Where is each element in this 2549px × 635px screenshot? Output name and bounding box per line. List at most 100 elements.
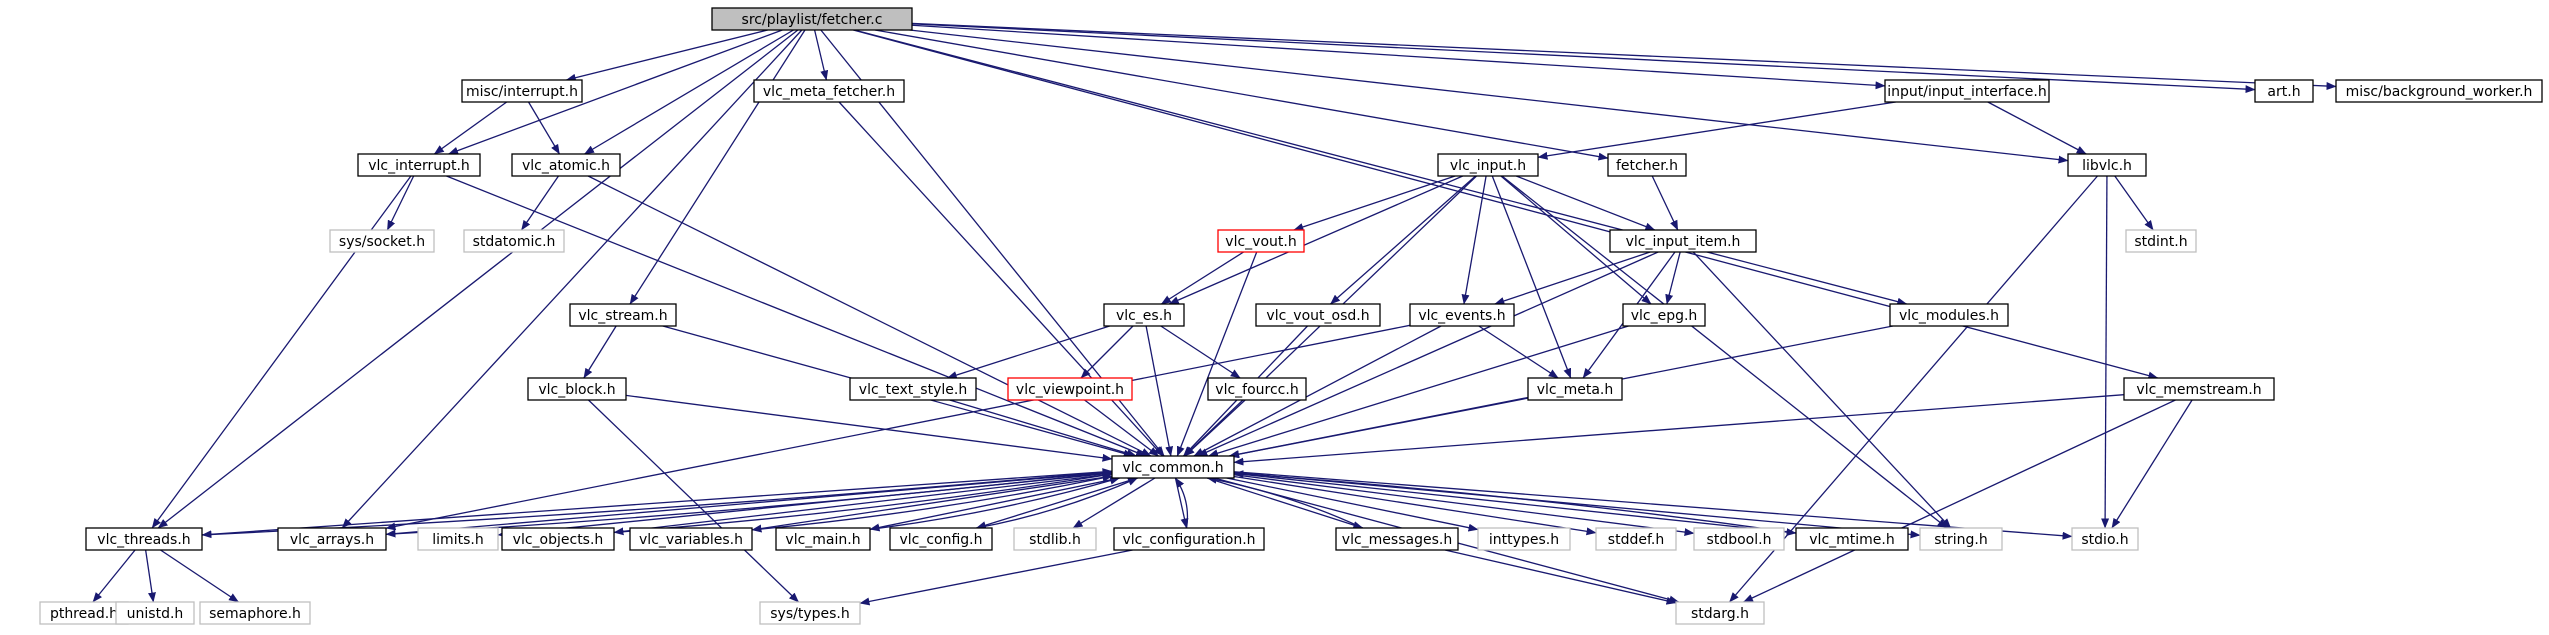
node-box [889,527,993,551]
node-vlc-variables[interactable]: vlc_variables.h [629,527,753,551]
edge-vlc_interrupt-to-vlc_threads [151,175,412,529]
node-stdio-h: stdio.h [2071,527,2139,551]
node-vlc-atomic[interactable]: vlc_atomic.h [511,153,621,177]
edge-libvlc_h-to-stdarg_h [1729,175,2098,603]
node-label: vlc_atomic.h [522,158,610,174]
node-box [461,79,583,103]
edge-fetcher_c-to-misc_bg [911,22,2337,91]
node-box [511,153,621,177]
edge-vlc_meta_fetcher-to-vlc_common [838,101,1164,457]
node-vlc-configuration[interactable]: vlc_configuration.h [1113,527,1265,551]
node-vlc-meta-fetcher[interactable]: vlc_meta_fetcher.h [753,79,905,103]
node-label: vlc_main.h [785,532,860,548]
edge-fetcher_c-to-vlc_meta_fetcher [813,29,829,81]
edge-vlc_input-to-vlc_es [1168,175,1464,305]
node-label: src/playlist/fetcher.c [742,12,883,28]
node-vlc-text-style[interactable]: vlc_text_style.h [849,377,977,401]
edge-vlc_threads-to-semaphore_h [160,549,239,603]
node-vlc-common[interactable]: vlc_common.h [1111,455,1235,479]
node-box [1207,377,1307,401]
node-vlc-main[interactable]: vlc_main.h [775,527,871,551]
node-fetcher-c[interactable]: src/playlist/fetcher.c [711,7,913,31]
node-box [2125,229,2197,253]
node-misc-interrupt[interactable]: misc/interrupt.h [461,79,583,103]
node-vlc-epg[interactable]: vlc_epg.h [1622,303,1706,327]
node-label: vlc_vout_osd.h [1266,308,1369,324]
node-label: misc/background_worker.h [2346,84,2533,100]
node-box [1255,303,1381,327]
edge-libvlc_h-to-stdio_h [2101,175,2110,529]
node-label: vlc_epg.h [1631,308,1698,324]
edge-misc_interrupt-to-vlc_interrupt [433,101,508,155]
node-label: vlc_vout.h [1225,234,1296,250]
edge-vlc_es-to-vlc_text_style [946,325,1110,379]
node-vlc-stream[interactable]: vlc_stream.h [569,303,677,327]
node-stdbool-h: stdbool.h [1693,527,1785,551]
node-vlc-vout[interactable]: vlc_vout.h [1217,229,1305,253]
edge-vlc_input_item-to-vlc_epg [1665,251,1681,305]
node-misc-bg[interactable]: misc/background_worker.h [2335,79,2543,103]
edge-vlc_common-to-stdio_h [1233,471,2073,540]
edge-vlc_input-to-vlc_vout [1293,175,1456,231]
node-art-h[interactable]: art.h [2254,79,2314,103]
node-vlc-vout-osd[interactable]: vlc_vout_osd.h [1255,303,1381,327]
node-vlc-memstream[interactable]: vlc_memstream.h [2123,377,2275,401]
edge-vlc_input-to-vlc_events [1461,175,1487,305]
node-box [775,527,871,551]
edge-vlc_atomic-to-stdatomic [520,175,560,231]
node-label: inttypes.h [1489,532,1559,548]
node-vlc-block[interactable]: vlc_block.h [527,377,627,401]
node-box [2067,153,2147,177]
node-label: vlc_meta_fetcher.h [763,84,895,100]
node-box [357,153,481,177]
node-label: vlc_mtime.h [1809,532,1894,548]
node-label: vlc_input.h [1450,158,1526,174]
node-label: vlc_common.h [1122,460,1223,476]
node-vlc-mtime[interactable]: vlc_mtime.h [1795,527,1909,551]
node-input-interface[interactable]: input/input_interface.h [1884,79,2050,103]
edge-fetcher_c-to-misc_interrupt [565,29,768,82]
edge-vlc_threads-to-unistd_h [144,549,156,603]
edge-vlc_atomic-to-vlc_common [587,175,1152,457]
node-label: vlc_variables.h [639,532,743,548]
node-box [753,79,905,103]
node-box [2335,79,2543,103]
edge-fetcher_c-to-art_h [911,23,2256,94]
node-vlc-meta[interactable]: vlc_meta.h [1527,377,1623,401]
edge-misc_interrupt-to-vlc_atomic [527,101,561,155]
node-vlc-objects[interactable]: vlc_objects.h [501,527,615,551]
node-vlc-modules[interactable]: vlc_modules.h [1889,303,2009,327]
node-box [1609,229,1757,253]
node-vlc-events[interactable]: vlc_events.h [1409,303,1515,327]
node-vlc-fourcc[interactable]: vlc_fourcc.h [1207,377,1307,401]
node-vlc-arrays[interactable]: vlc_arrays.h [277,527,387,551]
edge-vlc_common-to-vlc_variables [751,475,1113,533]
node-vlc-threads[interactable]: vlc_threads.h [85,527,203,551]
node-vlc-viewpoint[interactable]: vlc_viewpoint.h [1007,377,1133,401]
node-vlc-config[interactable]: vlc_config.h [889,527,993,551]
node-label: vlc_messages.h [1342,532,1452,548]
node-box [1007,377,1133,401]
node-box [849,377,977,401]
node-box [1477,527,1571,551]
node-label: stdio.h [2081,532,2128,548]
node-box [199,601,311,625]
node-box [329,229,435,253]
node-box [1437,153,1539,177]
node-vlc-interrupt[interactable]: vlc_interrupt.h [357,153,481,177]
node-box [527,377,627,401]
node-box [711,7,913,31]
node-box [2254,79,2314,103]
node-vlc-es[interactable]: vlc_es.h [1103,303,1185,327]
node-fetcher-h[interactable]: fetcher.h [1607,153,1687,177]
node-vlc-input-item[interactable]: vlc_input_item.h [1609,229,1757,253]
node-label: vlc_events.h [1418,308,1505,324]
edge-vlc_threads-to-pthread_h [92,549,136,603]
node-semaphore-h: semaphore.h [199,601,311,625]
node-label: vlc_block.h [538,382,615,398]
node-label: vlc_input_item.h [1626,234,1741,250]
node-libvlc-h[interactable]: libvlc.h [2067,153,2147,177]
node-vlc-input[interactable]: vlc_input.h [1437,153,1539,177]
node-box [1113,527,1265,551]
node-vlc-messages[interactable]: vlc_messages.h [1335,527,1459,551]
